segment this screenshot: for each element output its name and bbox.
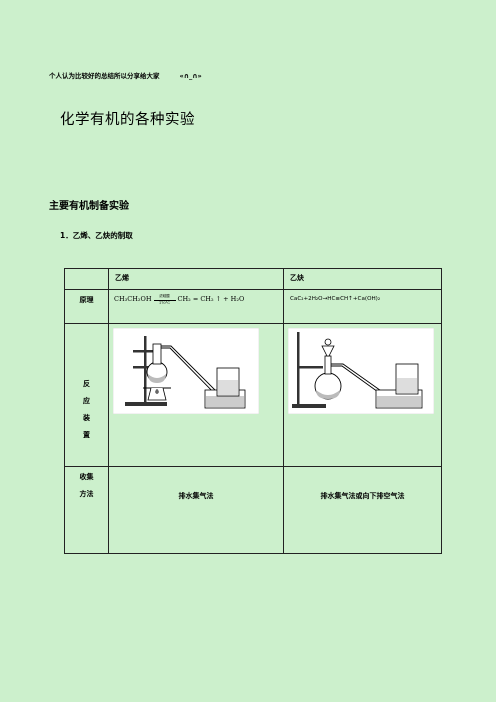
principle-label: 原理	[64, 289, 109, 324]
ethylene-eq-left: CH₃CH₂OH	[114, 295, 152, 303]
acetylene-collection-method: 排水集气法或向下排空气法	[283, 466, 442, 554]
acetylene-apparatus-cell	[283, 323, 442, 467]
apparatus-label-char: 装	[83, 414, 90, 422]
table-header-row: 乙烯 乙炔	[64, 268, 442, 290]
apparatus-label: 反 应 装 置	[65, 324, 108, 444]
header-note: 个人认为比较好的总结所以分享给大家 «∩_∩»	[49, 70, 202, 80]
acetylene-apparatus-diagram	[288, 328, 434, 414]
apparatus-label-cell: 反 应 装 置	[64, 323, 109, 467]
header-ethylene-cell: 乙烯	[108, 268, 284, 290]
collection-label-cell: 收集 方法	[64, 466, 109, 554]
apparatus-label-char: 应	[83, 397, 90, 405]
header-empty-cell	[64, 268, 109, 290]
ethylene-equation: CH₃CH₂OH 浓硫酸 170°C CH₂ = CH₂ ↑ + H₂O	[114, 294, 283, 305]
header-note-text: 个人认为比较好的总结所以分享给大家	[49, 72, 160, 80]
reaction-condition: 浓硫酸 170°C	[153, 294, 176, 305]
header-acetylene-cell: 乙炔	[283, 268, 442, 290]
header-note-emoticon: «∩_∩»	[179, 72, 202, 80]
collection-label-line2: 方法	[79, 490, 94, 498]
section-heading: 主要有机制备实验	[49, 201, 129, 212]
ethylene-apparatus-diagram	[113, 328, 259, 414]
apparatus-label-char: 置	[83, 431, 90, 439]
apparatus-label-char: 反	[83, 380, 90, 388]
ethylene-principle-cell: CH₃CH₂OH 浓硫酸 170°C CH₂ = CH₂ ↑ + H₂O	[108, 289, 284, 324]
ethylene-collection-method: 排水集气法	[108, 466, 284, 554]
header-ethylene: 乙烯	[115, 274, 129, 282]
collection-label-line1: 收集	[79, 473, 94, 481]
acetylene-principle-cell: CaC₂+2H₂O→HC≡CH↑+Ca(OH)₂	[283, 289, 442, 324]
principle-row: 原理 CH₃CH₂OH 浓硫酸 170°C CH₂ = CH₂ ↑ + H₂O CaC…	[64, 289, 442, 324]
document-title: 化学有机的各种实验	[60, 112, 195, 128]
experiment-table: 乙烯 乙炔 原理 CH₃CH₂OH 浓硫酸 170°C CH₂ = CH₂ ↑ + H…	[64, 268, 442, 554]
condition-temperature: 170°C	[158, 301, 171, 305]
collection-row: 收集 方法 排水集气法 排水集气法或向下排空气法	[64, 466, 442, 554]
condition-catalyst: 浓硫酸	[159, 294, 170, 298]
apparatus-row: 反 应 装 置	[64, 323, 442, 467]
sub-heading: 1．乙烯、乙炔的制取	[60, 231, 133, 240]
acetylene-equation: CaC₂+2H₂O→HC≡CH↑+Ca(OH)₂	[290, 296, 381, 302]
ethylene-apparatus-cell	[108, 323, 284, 467]
header-acetylene: 乙炔	[290, 274, 304, 282]
ethylene-eq-right: CH₂ = CH₂ ↑ + H₂O	[177, 295, 245, 303]
